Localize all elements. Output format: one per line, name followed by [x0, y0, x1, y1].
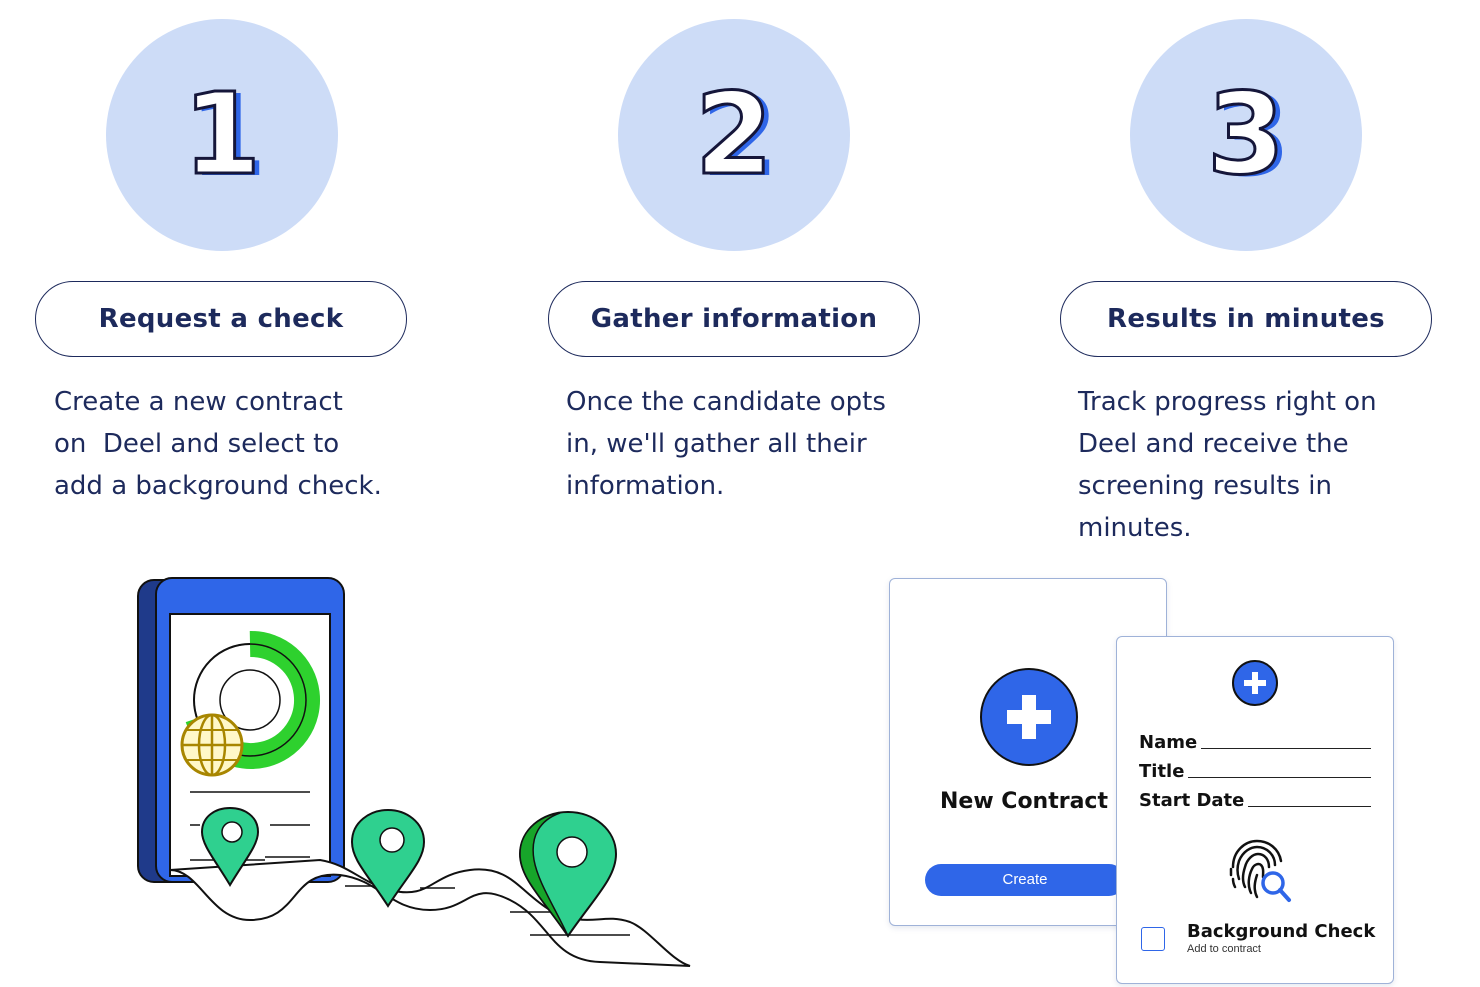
step-3-title-pill[interactable]: Results in minutes	[1060, 281, 1432, 357]
phone-map-illustration	[137, 577, 691, 967]
start-date-field[interactable]: Start Date	[1139, 785, 1371, 811]
title-field-line	[1188, 777, 1371, 778]
start-date-field-label: Start Date	[1139, 790, 1245, 811]
plus-icon[interactable]	[1231, 659, 1279, 707]
step-3-line: Deel and receive the	[1078, 429, 1349, 459]
step-2-line: in, we'll gather all their	[566, 429, 867, 459]
location-pin-icon	[350, 808, 426, 908]
step-2-line: information.	[566, 471, 725, 501]
name-field-line	[1201, 748, 1371, 749]
background-check-checkbox[interactable]	[1141, 927, 1165, 951]
step-3-circle: 3	[1130, 19, 1362, 251]
location-pin-icon	[518, 810, 618, 938]
background-check-label: Background Check	[1187, 921, 1376, 942]
step-3-description: Track progress right on Deel and receive…	[1078, 381, 1438, 549]
step-1-circle: 1	[106, 19, 338, 251]
step-1-line: on Deel and select to	[54, 429, 340, 459]
plus-icon[interactable]	[979, 667, 1079, 767]
title-field[interactable]: Title	[1139, 756, 1371, 782]
step-1-line: Create a new contract	[54, 387, 343, 417]
title-field-label: Title	[1139, 761, 1185, 782]
step-2-description: Once the candidate opts in, we'll gather…	[566, 381, 926, 507]
step-3-line: Track progress right on	[1078, 387, 1377, 417]
step-2-number: 2	[694, 69, 775, 202]
create-button[interactable]: Create	[925, 864, 1125, 896]
step-2-line: Once the candidate opts	[566, 387, 886, 417]
step-1-number: 1	[182, 69, 263, 202]
step-1-line: add a background check.	[54, 471, 382, 501]
globe-icon	[180, 713, 244, 777]
location-pin-icon	[200, 806, 260, 887]
step-3-line: minutes.	[1078, 513, 1192, 543]
step-3-number: 3	[1206, 69, 1287, 202]
step-2-title-pill[interactable]: Gather information	[548, 281, 920, 357]
step-3-line: screening results in	[1078, 471, 1332, 501]
name-field-label: Name	[1139, 732, 1198, 753]
fingerprint-search-icon	[1229, 839, 1291, 902]
step-1-title-pill[interactable]: Request a check	[35, 281, 407, 357]
step-2-circle: 2	[618, 19, 850, 251]
name-field[interactable]: Name	[1139, 727, 1371, 753]
start-date-field-line	[1248, 806, 1371, 807]
background-check-sublabel: Add to contract	[1187, 943, 1261, 955]
step-1-description: Create a new contract on Deel and select…	[54, 381, 414, 507]
new-contract-title: New Contract	[939, 789, 1108, 814]
background-check-form-card: Name Title Start Date Background Check A…	[1116, 636, 1394, 984]
